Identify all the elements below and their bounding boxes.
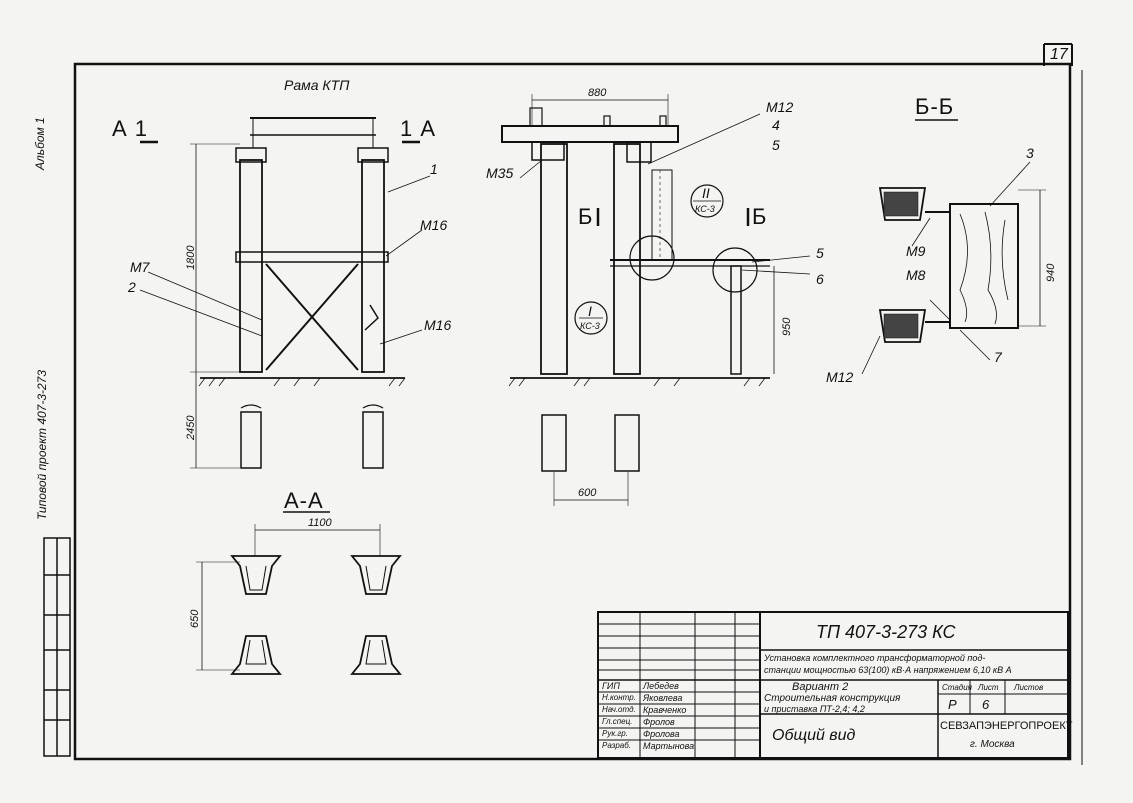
organization: СЕВЗАПЭНЕРГОПРОЕКТ xyxy=(940,720,1073,732)
callout-m8: М8 xyxy=(906,267,926,283)
variant: Вариант 2 xyxy=(792,681,849,693)
section-mark-1a: 1 А xyxy=(400,116,437,141)
callout-7: 7 xyxy=(994,349,1002,365)
title-line-1: Установка комплектного трансформаторной … xyxy=(764,653,986,663)
section-line-1: Строительная конструкция xyxy=(764,693,901,704)
front-view-a1 xyxy=(139,117,431,469)
sig-name-0: Лебедев xyxy=(643,681,679,691)
dim-880: 880 xyxy=(588,87,607,99)
section-title-bb: Б-Б xyxy=(915,94,955,119)
sig-name-5: Мартынова xyxy=(643,741,695,751)
stage-value: Р xyxy=(948,697,957,712)
cut-mark-b-left: Б xyxy=(578,204,594,229)
sig-role-5: Разраб. xyxy=(602,741,631,750)
dim-1100: 1100 xyxy=(308,517,332,529)
frame xyxy=(73,43,1083,765)
dim-940: 940 xyxy=(1045,263,1057,282)
node-1-ref: КС-3 xyxy=(580,321,600,331)
title-line-2: станции мощностью 63(100) кВ·А напряжени… xyxy=(764,665,1012,675)
callout-4: 4 xyxy=(772,117,780,133)
dim-650: 650 xyxy=(189,609,201,628)
dim-1800: 1800 xyxy=(185,245,197,270)
dim-600: 600 xyxy=(578,487,597,499)
margin-album-stamp: Альбом 1 xyxy=(33,117,47,170)
node-1: I xyxy=(588,303,592,319)
sheet-number: 17 xyxy=(1050,46,1068,63)
callout-m35: М35 xyxy=(486,165,514,181)
section-mark-a1: А 1 xyxy=(112,116,149,141)
section-aa xyxy=(196,511,402,675)
callout-m7: М7 xyxy=(130,259,150,275)
section-line-2: и приставка ПТ-2,4; 4,2 xyxy=(764,704,865,714)
callout-m9: М9 xyxy=(906,243,926,259)
callout-m16-b: М16 xyxy=(424,317,452,333)
sig-role-2: Нач.отд. xyxy=(602,705,636,714)
sig-role-4: Рук.гр. xyxy=(602,729,628,738)
section-title-aa: А-А xyxy=(284,488,324,513)
margin-stamp-boxes xyxy=(43,537,71,757)
sig-name-2: Кравченко xyxy=(643,705,687,715)
stage-header: Стадия xyxy=(942,683,972,692)
callout-m16-a: М16 xyxy=(420,217,448,233)
callout-6: 6 xyxy=(816,271,824,287)
callout-2: 2 xyxy=(128,279,136,295)
drawing-code: ТП 407-3-273 КС xyxy=(816,622,956,642)
dim-950: 950 xyxy=(781,317,793,336)
title-block xyxy=(597,611,1069,759)
sig-name-1: Яковлева xyxy=(643,693,683,703)
callout-5-b: 5 xyxy=(816,245,824,261)
section-bb xyxy=(861,119,1046,375)
sheet-value: 6 xyxy=(982,697,990,712)
drawing-name: Общий вид xyxy=(772,727,856,744)
callout-m12-bottom: М12 xyxy=(826,369,854,385)
sheet-header: Лист xyxy=(978,683,999,692)
dim-2450: 2450 xyxy=(185,415,197,440)
sig-role-0: ГИП xyxy=(602,681,620,691)
node-2-ref: КС-3 xyxy=(695,204,715,214)
sheets-header: Листов xyxy=(1014,683,1044,692)
margin-project-note: Типовой проект 407-3-273 xyxy=(35,369,49,520)
callout-1: 1 xyxy=(430,161,438,177)
sig-role-1: Н.контр. xyxy=(602,693,636,702)
callout-3: 3 xyxy=(1026,145,1034,161)
sig-name-4: Фролова xyxy=(643,729,680,739)
cut-mark-b-right: Б xyxy=(752,204,768,229)
frame-label: Рама КТП xyxy=(284,77,350,93)
node-2: II xyxy=(702,185,710,201)
side-view xyxy=(501,94,811,506)
city: г. Москва xyxy=(970,739,1015,750)
callout-m12-top: М12 xyxy=(766,99,794,115)
sig-name-3: Фролов xyxy=(643,717,675,727)
callout-5-a: 5 xyxy=(772,137,780,153)
sig-role-3: Гл.спец. xyxy=(602,717,633,726)
